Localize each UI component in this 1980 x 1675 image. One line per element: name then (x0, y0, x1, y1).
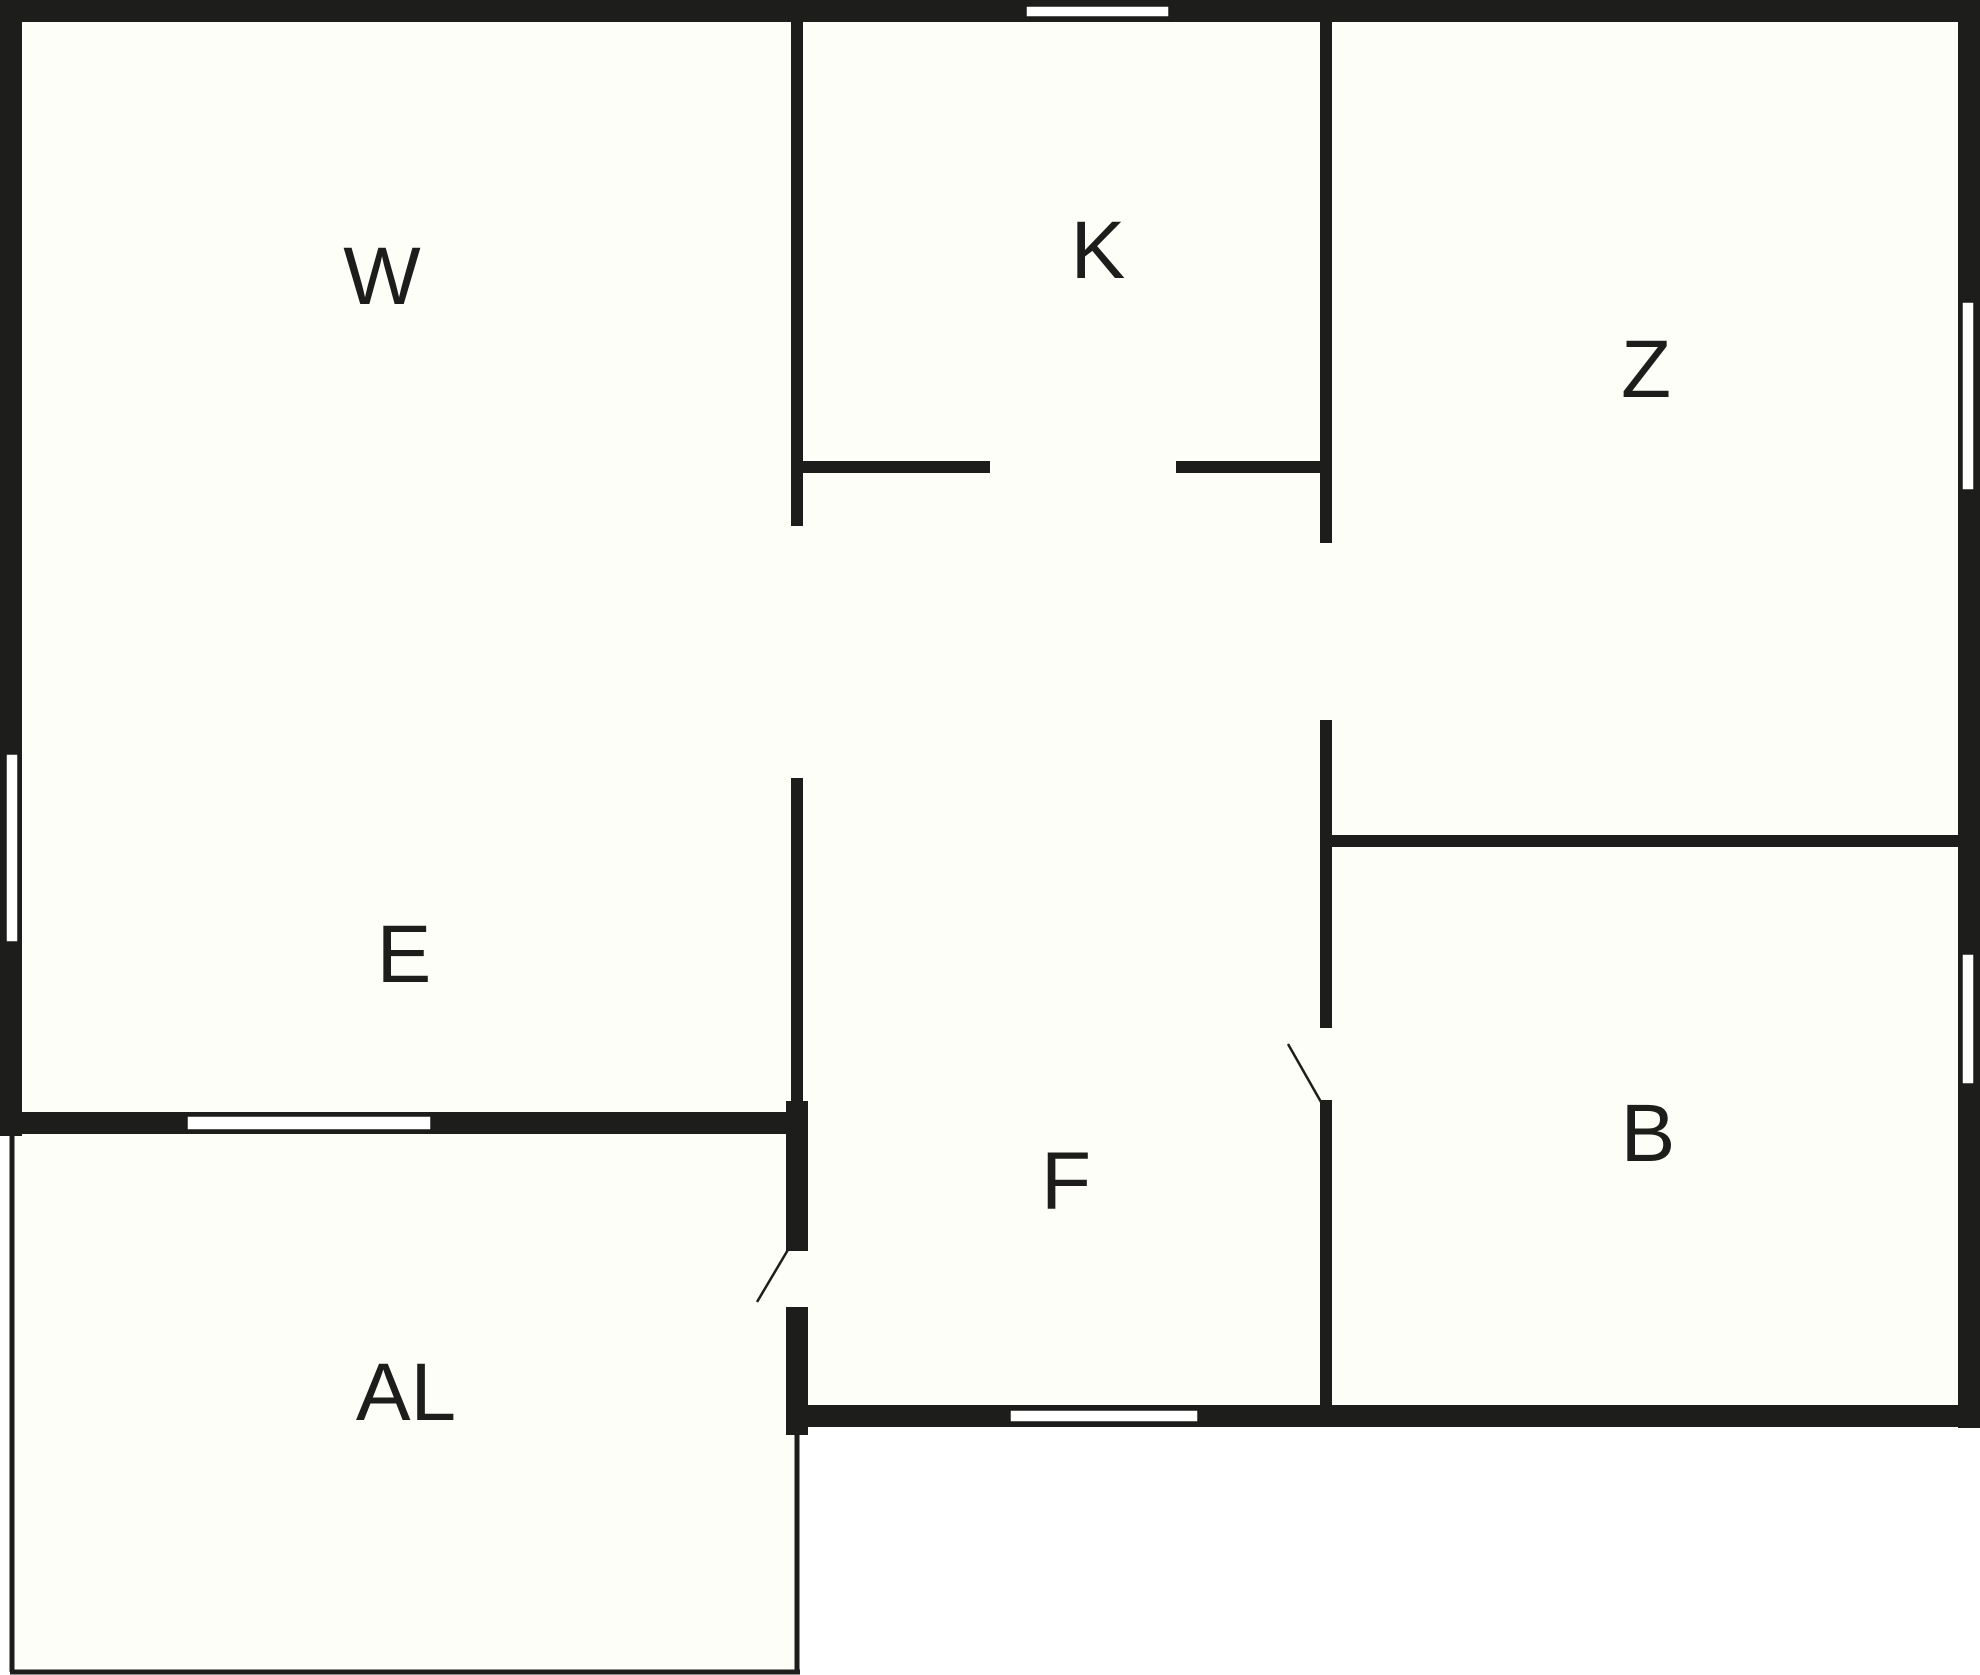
balcony-door-swing (755, 1242, 794, 1303)
doors (755, 1043, 1323, 1303)
window-hall-bottom (1009, 1409, 1199, 1423)
balcony-outline (9, 1133, 800, 1675)
room-label-w: W (343, 231, 421, 322)
room-label-e: E (377, 909, 432, 1000)
windows (5, 5, 1975, 1423)
room-label-z: Z (1621, 324, 1671, 415)
window-living-balcony (186, 1115, 432, 1131)
room-label-f: F (1041, 1136, 1091, 1227)
window-kitchen-top (1025, 5, 1170, 18)
room-label-b: B (1621, 1088, 1676, 1179)
balcony-floor (10, 1125, 798, 1670)
bedroom-door-swing (1286, 1043, 1323, 1103)
room-labels: W K Z E F B AL (343, 205, 1675, 1438)
room-label-al: AL (356, 1347, 456, 1438)
room-label-k: K (1071, 205, 1126, 296)
interior-walls (791, 20, 1960, 1412)
window-bedroom-b-right (1961, 953, 1975, 1085)
window-living-left (5, 753, 19, 943)
window-bedroom-z-right (1961, 301, 1975, 491)
exterior-walls (0, 0, 1980, 1435)
